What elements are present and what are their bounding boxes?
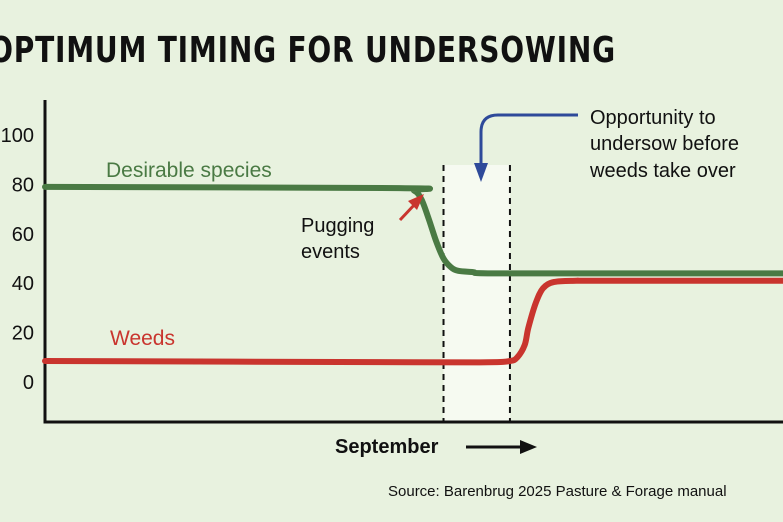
window-fill [443,165,510,422]
pugging-line-2: events [301,241,360,263]
chart-title: OPTIMUM TIMING FOR UNDERSOWING [0,29,616,71]
x-arrow-icon [520,440,537,454]
series-line-weeds [42,277,783,366]
y-tick-100: 100 [1,125,34,147]
pugging-line-1: Pugging [301,215,374,237]
series-line-desirable-species [42,183,783,277]
opportunity-line-1: Opportunity to [590,107,716,129]
axes [43,100,783,424]
opportunity-arrow-shaft [479,113,578,166]
y-tick-80: 80 [12,174,34,196]
opportunity-line-2: undersow before [590,133,739,155]
y-tick-labels: 0 20 40 60 80 100 [1,125,34,394]
source-note: Source: Barenbrug 2025 Pasture & Forage … [388,483,727,500]
y-tick-20: 20 [12,323,34,345]
opportunity-line-3: weeds take over [589,160,736,182]
series [42,183,783,366]
y-tick-0: 0 [23,372,34,394]
series-label-weeds: Weeds [110,327,175,350]
pugging-arrow-icon [408,194,424,210]
x-axis-label: September [335,436,439,458]
y-tick-40: 40 [12,273,34,295]
opportunity-annotation: Opportunity to undersow before weeds tak… [474,107,739,182]
pugging-annotation: Pugging events [301,194,424,263]
y-tick-60: 60 [12,224,34,246]
undersow-window [442,165,511,422]
series-label-desirable: Desirable species [106,159,272,182]
opportunity-arrow-icon [474,163,488,182]
